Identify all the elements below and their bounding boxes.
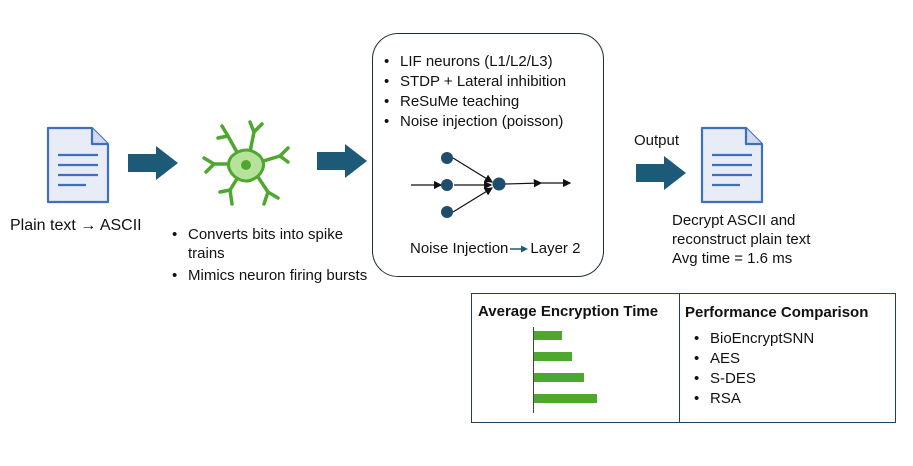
- flow-arrow-3: [636, 156, 686, 190]
- encryption-time-chart: [533, 327, 597, 413]
- snn-bullets: LIF neurons (L1/L2/L3) STDP + Lateral in…: [380, 52, 600, 132]
- document-icon: [46, 126, 110, 204]
- comparison-item: S-DES: [690, 369, 890, 389]
- input-node-2: [441, 179, 453, 191]
- comparison-title: Performance Comparison: [685, 304, 869, 321]
- output-line-1: Decrypt ASCII and: [672, 212, 796, 229]
- neuron-icon: [202, 120, 290, 206]
- document-icon: [700, 126, 764, 204]
- network-diagram: [411, 152, 572, 218]
- encoder-bullet-2: Mimics neuron firing bursts: [168, 266, 368, 285]
- output-node: [492, 177, 506, 191]
- output-line-3: Avg time = 1.6 ms: [672, 250, 793, 267]
- caption-arrow-icon: [510, 245, 529, 253]
- snn-bullet-2: STDP + Lateral inhibition: [380, 72, 600, 92]
- input-node-3: [441, 206, 453, 218]
- bar-bioencryptsnn: [534, 331, 562, 340]
- snn-caption: Noise Injection Layer 2: [410, 239, 580, 258]
- flow-arrow-1: [128, 146, 178, 180]
- bar-s-des: [534, 373, 584, 382]
- bar-rsa: [534, 394, 597, 403]
- caption-right: Layer 2: [530, 240, 581, 257]
- plaintext-label: Plain text → ASCII: [10, 217, 142, 234]
- comparison-list: BioEncryptSNN AES S-DES RSA: [690, 329, 890, 409]
- bar-aes: [534, 352, 572, 361]
- output-line-2: reconstruct plain text: [672, 231, 811, 248]
- comparison-item: AES: [690, 349, 890, 369]
- panel-divider: [679, 293, 681, 423]
- performance-panel: [471, 293, 896, 423]
- comparison-item: BioEncryptSNN: [690, 329, 890, 349]
- output-label: Output: [634, 132, 680, 149]
- encoder-bullets: Converts bits into spike trains Mimics n…: [168, 225, 368, 285]
- snn-bullet-4: Noise injection (poisson): [380, 112, 600, 132]
- snn-bullet-3: ReSuMe teaching: [380, 92, 600, 112]
- encoder-bullet-1: Converts bits into spike trains: [168, 225, 368, 263]
- input-node-1: [441, 152, 453, 164]
- snn-box: [372, 33, 604, 277]
- flow-arrow-2: [317, 144, 367, 178]
- snn-bullet-1: LIF neurons (L1/L2/L3): [380, 52, 600, 72]
- caption-left: Noise Injection: [410, 240, 509, 257]
- comparison-item: RSA: [690, 389, 890, 409]
- output-description: Decrypt ASCII and reconstruct plain text…: [672, 211, 810, 268]
- encryption-time-title: Average Encryption Time: [478, 303, 659, 320]
